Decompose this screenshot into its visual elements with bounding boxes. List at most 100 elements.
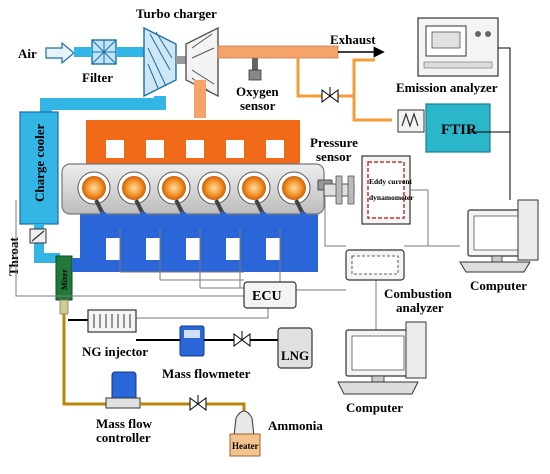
pressure-signal-wire [324,195,346,247]
combustion-analyzer: Combustion analyzer [345,249,453,315]
oxygen-sensor-stem [252,58,258,70]
ammonia-line-2 [140,402,246,412]
ftir-heater-coil [397,109,425,133]
ng-injector-rail-icon [93,314,131,328]
computer-bottom-keyboard [337,381,419,395]
filter-label: Filter [82,70,113,85]
injector-icons [94,199,306,218]
eddy-label-2: dynamometer [369,193,414,202]
sample-valve-icon [321,87,339,103]
emission-analyzer-display [431,31,461,49]
pressure-sensor-label-2: sensor [316,149,352,164]
mixer-inlet-pipe [59,299,69,315]
heater-box [229,433,261,457]
analyzer-to-computer-wire-2 [498,47,511,132]
mass-flowmeter-label: Mass flowmeter [162,366,251,381]
mfc-label-1: Mass flow [96,416,153,431]
computer-top-stand [491,255,503,263]
exhaust-system: Exhaust Oxygen sensor [194,32,392,122]
ecu-label: ECU [252,289,282,304]
throttle-plate [31,230,45,242]
mass-flowmeter-display [184,330,200,338]
computer-bottom-label: Computer [346,400,403,415]
engine: Pressure sensor [61,120,358,272]
mass-flow-controller-base [105,397,141,409]
turbine-blades [191,33,215,93]
turbo-shaft [176,56,186,64]
lng-label: LNG [281,348,309,363]
sample-line [296,58,392,122]
ftir-label: FTIR [441,122,477,138]
mixer-label: Mixer [60,269,69,290]
combustion-analyzer-screen [351,255,399,275]
ecu: ECU [243,281,297,309]
injector-wires [119,228,281,288]
emission-analyzer-knob [475,31,481,37]
ammonia-cylinder-icon [233,410,255,437]
computer-bottom: Computer [337,321,427,415]
pressure-sensor-label-1: Pressure [310,135,358,150]
computer-top-label: Computer [470,278,527,293]
intake-runner-stub [72,258,80,272]
computer-top-screen [473,215,523,251]
turbo-charger: Turbo charger [136,6,219,98]
manifold-windows [106,140,284,158]
combustion-analyzer-label-2: analyzer [396,300,444,315]
filter-mesh-icon [91,39,117,65]
coupling-flange [347,175,355,205]
compressor-blades [147,31,173,89]
exhaust-label: Exhaust [330,32,376,47]
charge-cooler-box [19,111,59,225]
cylinders [77,171,311,205]
emission-analyzer-label: Emission analyzer [396,80,498,95]
natural-gas-line: NG injector Mass flowmeter LNG [68,309,313,381]
injector-bus [120,271,244,289]
charge-cooler-label: Charge cooler [32,123,47,202]
intake-runners [106,238,280,260]
ftir-coil-icon [401,112,419,128]
emission-analyzer-slot [423,61,493,69]
computer-bottom-tower [405,321,427,379]
ftir-box [425,103,491,153]
computer-top-keyboard [459,261,531,273]
ecu-box [243,281,297,309]
oxygen-sensor-label-2: sensor [240,98,276,113]
ammonia-to-mixer-line [62,314,112,406]
combustion-analyzer-label-1: Combustion [384,286,453,301]
lng-tank [277,327,313,369]
ammonia-line: Mass flow controller Ammonia Heater [62,314,323,457]
exhaust-downpipe [194,80,206,118]
mfc-label-2: controller [96,430,151,445]
computer-top-tower [517,199,539,261]
eddy-label-1: Eddy current [369,177,412,186]
ng-valve-icon [233,331,251,347]
heater-label: Heater [232,441,258,451]
ammonia-valve-icon [189,395,207,411]
oxygen-sensor-label-1: Oxygen [236,84,279,99]
charge-air-path: Charge cooler Throat Mixer [6,96,166,315]
emission-analyzer-knob [485,31,491,37]
computer-bottom-screen [351,335,405,371]
air-pipe-segment [116,47,144,57]
eddy-current-dynamometer: Eddy current dynamometer [361,155,414,225]
ammonia-label: Ammonia [268,418,323,433]
computer-top: Computer [459,199,539,293]
computer-bottom-stand [371,375,385,383]
throat-label: Throat [6,237,21,276]
dynamometer-rotor-icon [367,161,405,219]
emission-analyzer: Emission analyzer [396,17,499,95]
compressor-icon [143,26,177,98]
air-inlet-arrow [45,41,75,65]
oxygen-sensor-icon [248,69,262,81]
boost-pipe [40,96,166,114]
ftir-unit: FTIR [397,103,491,153]
coupling-flange [335,175,343,205]
ng-injector-label: NG injector [82,344,148,359]
mass-flow-controller-icon [111,371,137,401]
exhaust-pipe [217,45,339,59]
throttle-wire [15,200,244,297]
air-pipe-segment [74,47,92,57]
air-intake: Air Filter [18,39,144,85]
air-label: Air [18,46,37,61]
